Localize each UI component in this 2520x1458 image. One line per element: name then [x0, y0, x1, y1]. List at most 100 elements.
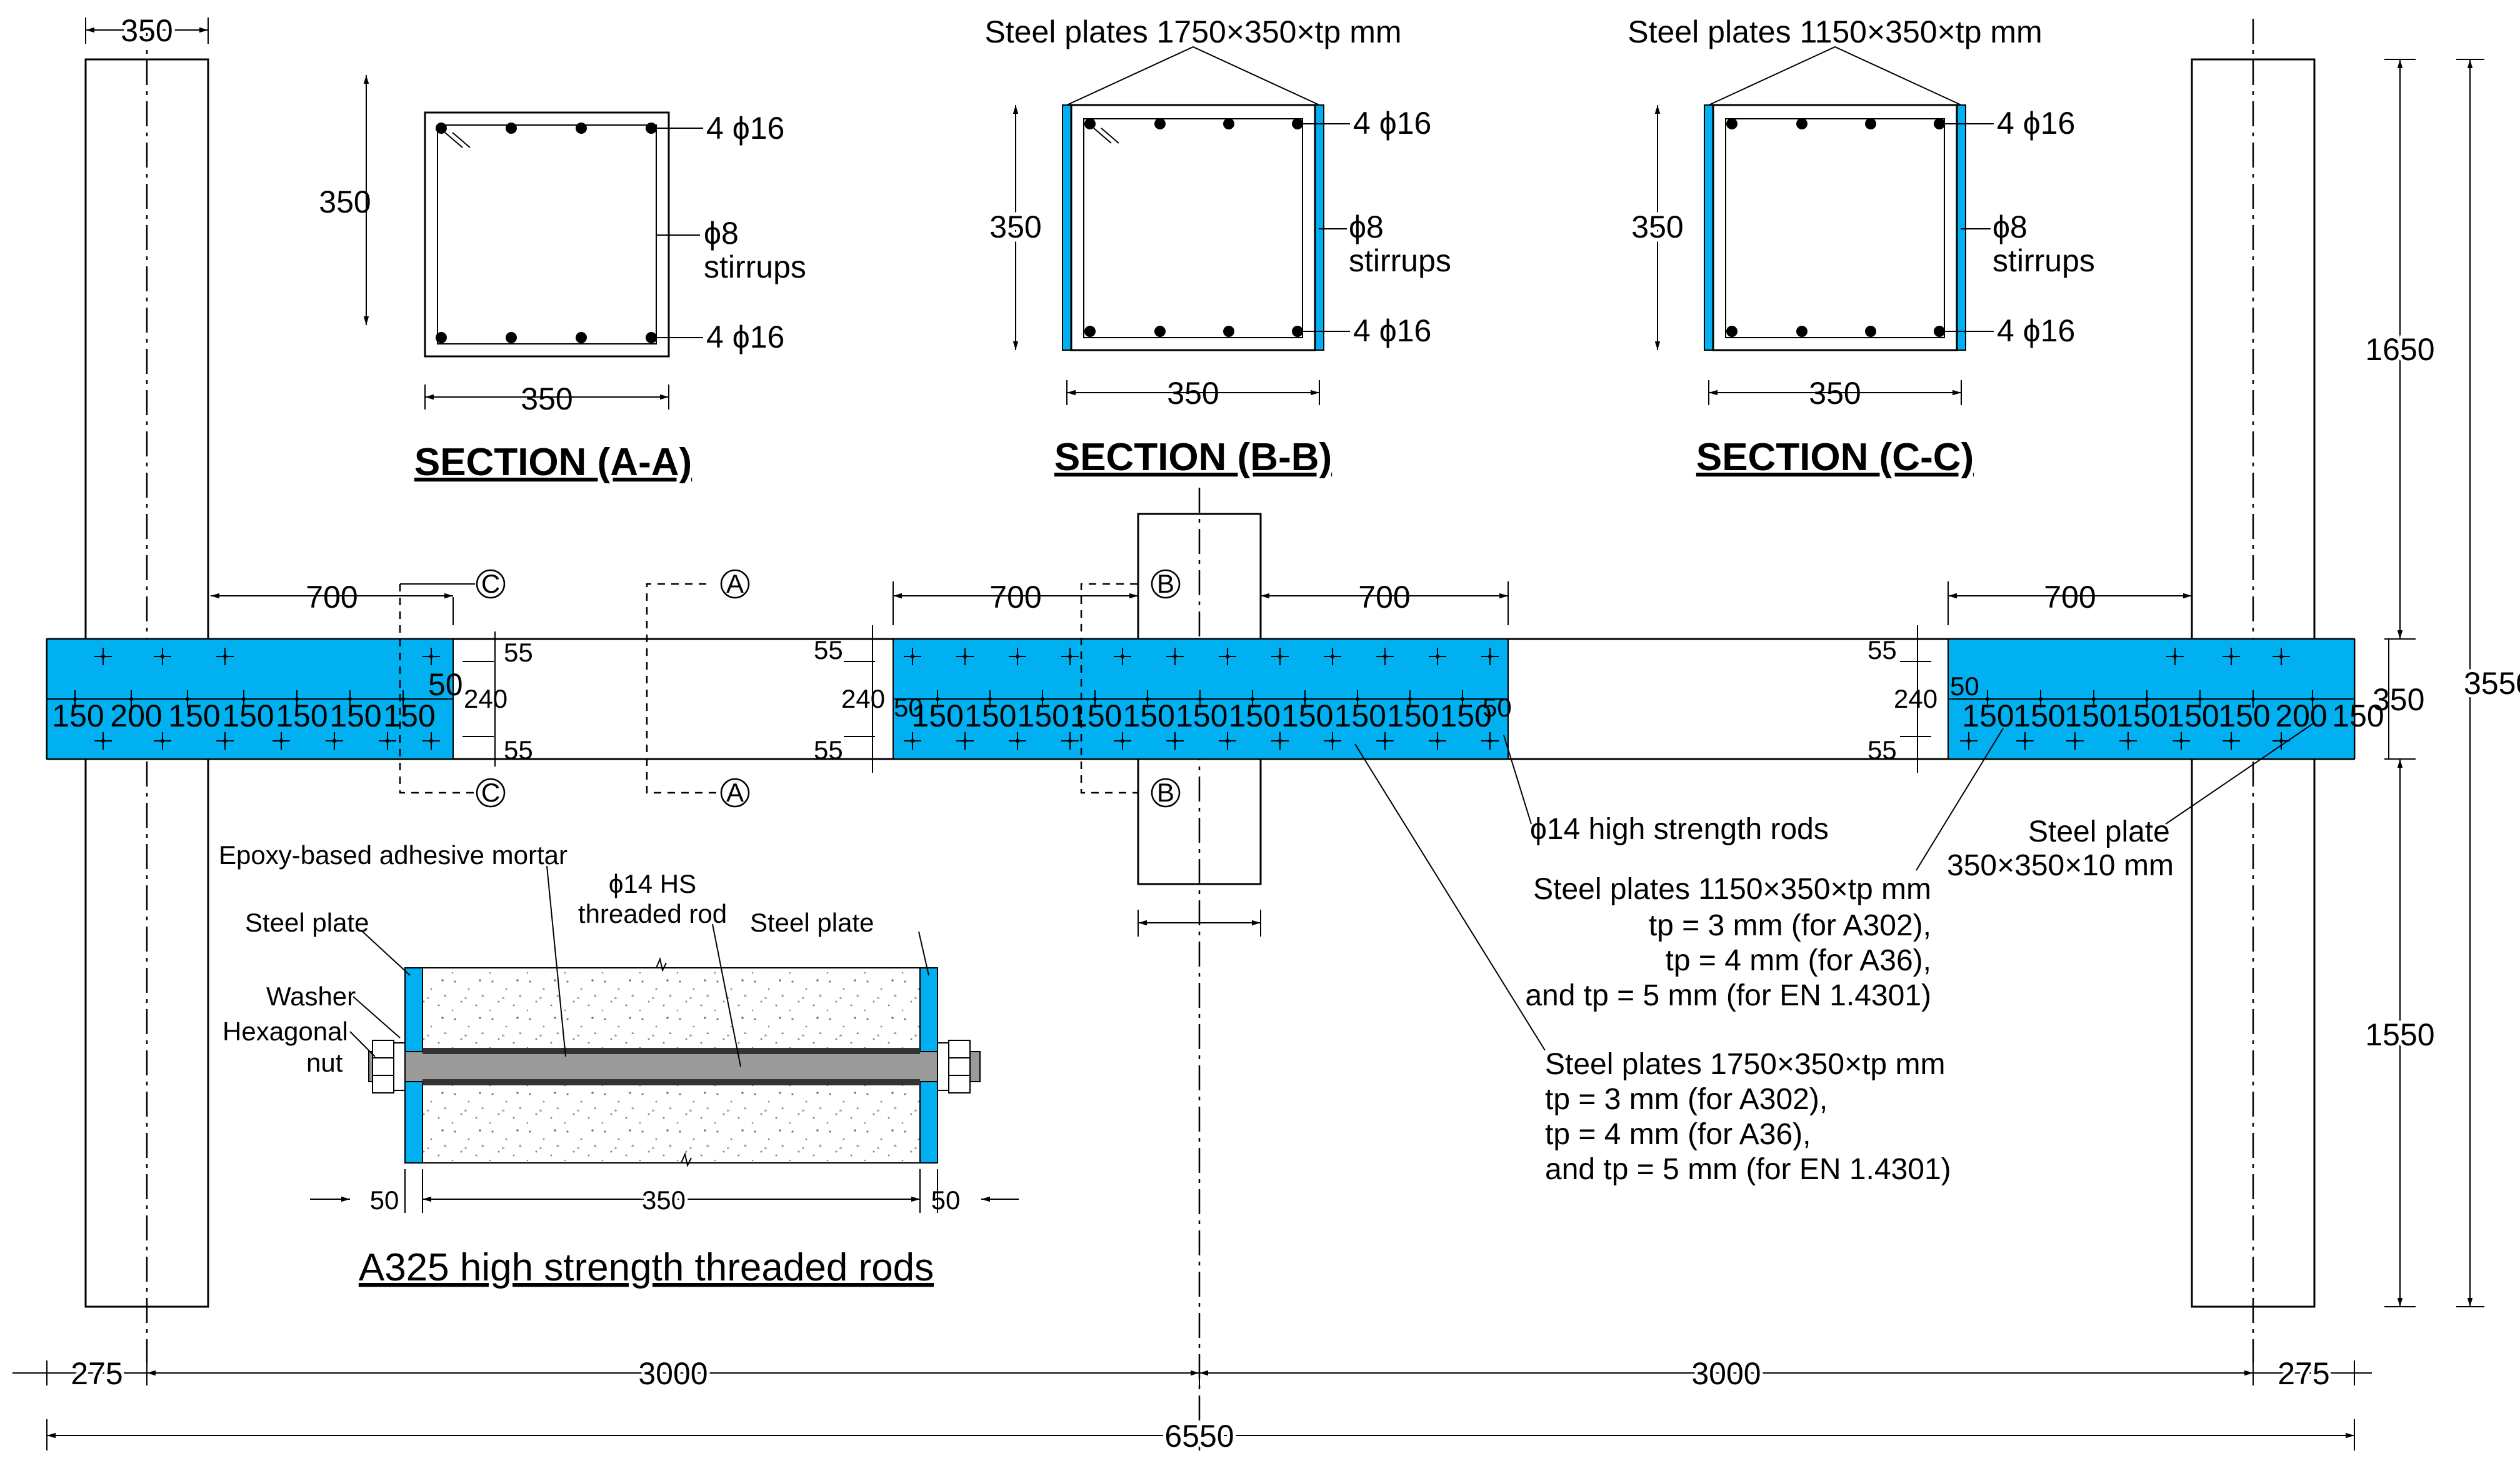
rod-hole [1244, 690, 1261, 708]
dim-span-left: 3000 [638, 1356, 708, 1391]
end-dist-mid-left: 50 [894, 693, 923, 722]
dim-total-width: 6550 [1164, 1419, 1234, 1454]
dim-span-right: 3000 [1691, 1356, 1761, 1391]
rod-hole [1376, 648, 1394, 665]
rod-spacing: 150 [1962, 698, 2014, 733]
rod-spacing: 150 [52, 698, 104, 733]
rod-spacing: 150 [276, 698, 328, 733]
rod-hole [288, 690, 306, 708]
rod-spacing: 200 [2275, 698, 2327, 733]
rod-hole [154, 732, 171, 750]
section-b-plates: Steel plates 1750×350×tp mm [984, 14, 1401, 49]
top-column-width-dim: 350 [85, 10, 209, 51]
plate-length-dims: 700 700 700 700 [211, 580, 2192, 625]
rod-spacing: 150 [1018, 698, 1069, 733]
rod-hole [1166, 732, 1184, 750]
edge-left-bottom: 55 [504, 735, 533, 765]
cut-line-c: C C [399, 569, 506, 808]
rod-hole [1349, 690, 1366, 708]
dim-upper-height: 1650 [2365, 332, 2434, 367]
dim-mid-left-plate: 700 [989, 580, 1041, 615]
rod-hole [216, 732, 234, 750]
callout-short-plates-2: tp = 4 mm (for A36), [1666, 944, 1931, 977]
callout-end-plate-2: 350×350×10 mm [1947, 849, 2174, 882]
callout-short-plates-1: tp = 3 mm (for A302), [1649, 909, 1931, 942]
rod-hole [2138, 690, 2156, 708]
rod-detail-title: A325 high strength threaded rods [359, 1246, 934, 1289]
rod-hole [1009, 648, 1026, 665]
rod-hole [122, 690, 140, 708]
section-b: Steel plates 1750×350×tp mm 4 ϕ16 4 ϕ16 … [984, 14, 1451, 479]
section-c: Steel plates 1150×350×tp mm 4 ϕ16 4 ϕ16 … [1628, 14, 2095, 479]
callout-rods: ϕ14 high strength rods [1530, 813, 1829, 846]
rod-detail-rod-2: threaded rod [578, 899, 727, 928]
rod-hole [2244, 690, 2262, 708]
rod-hole [1401, 690, 1419, 708]
rod-spacing: 150 [1334, 698, 1386, 733]
center-column [1137, 488, 1262, 1450]
rod-hole [1271, 648, 1289, 665]
rod-hole [154, 648, 171, 665]
rod-detail-plate-left: Steel plate [245, 908, 369, 937]
section-b-top-bars: 4 ϕ16 [1353, 106, 1431, 141]
section-c-stirrup-dia: ϕ8 [1992, 209, 2028, 244]
callout-long-plates-2: tp = 4 mm (for A36), [1545, 1118, 1811, 1151]
rod-spacing: 150 [1229, 698, 1281, 733]
section-a-width: 350 [521, 381, 572, 416]
section-c-depth: 350 [1631, 209, 1683, 244]
rod-hole [94, 732, 112, 750]
rod-hole [1166, 648, 1184, 665]
cut-line-a: A A [646, 569, 750, 808]
dim-beam-depth: 350 [2372, 682, 2424, 717]
section-a-stirrup-word: stirrups [704, 249, 806, 284]
cut-c-label-bottom: C [481, 778, 500, 807]
rod-spacing: 150 [168, 698, 220, 733]
rod-spacing: 150 [2218, 698, 2270, 733]
dim-col-width: 350 [121, 13, 172, 48]
rod-hole [2222, 648, 2240, 665]
callout-long-plates-0: Steel plates 1750×350×tp mm [1545, 1048, 1945, 1081]
rod-hole [1219, 732, 1236, 750]
rod-hole [1191, 690, 1209, 708]
rod-spacing: 150 [329, 698, 381, 733]
rod-spacing: 150 [1440, 698, 1492, 733]
edge-dims-left: 55 240 55 50 [428, 631, 533, 767]
rod-spacing: 150 [2064, 698, 2116, 733]
center-column-width-dim [1138, 910, 1261, 937]
rod-hole [216, 648, 234, 665]
section-c-title: SECTION (C-C) [1696, 436, 1974, 479]
rod-detail-left: 50 [370, 1185, 399, 1215]
rod-hole [929, 690, 946, 708]
callout-end-plate-1: Steel plate [2028, 815, 2170, 848]
rod-spacing: 150 [1123, 698, 1175, 733]
rod-hole [1429, 732, 1446, 750]
rod-hole [2066, 732, 2084, 750]
section-c-top-bars: 4 ϕ16 [1997, 106, 2075, 141]
cut-a-label-bottom: A [726, 778, 744, 807]
rod-hole [422, 648, 440, 665]
rod-spacing: 150 [2167, 698, 2219, 733]
section-a-bottom-bars: 4 ϕ16 [706, 319, 784, 354]
cut-line-b: B B [1080, 569, 1181, 808]
section-c-stirrup-word: stirrups [1992, 243, 2095, 278]
section-c-bottom-bars: 4 ϕ16 [1997, 313, 2075, 348]
rod-hole [956, 732, 974, 750]
section-a-top-bars: 4 ϕ16 [706, 111, 784, 146]
callout-long-plates-3: and tp = 5 mm (for EN 1.4301) [1545, 1153, 1951, 1186]
rod-hole [981, 690, 999, 708]
rod-spacing-mid: 240 [841, 684, 885, 713]
rod-hole [1481, 648, 1499, 665]
rod-spacing-right: 240 [1894, 684, 1938, 713]
section-b-stirrup-dia: ϕ8 [1349, 209, 1384, 244]
rod-spacing: 200 [110, 698, 162, 733]
rod-hole [1454, 690, 1471, 708]
edge-right-bottom: 55 [1868, 735, 1897, 765]
rod-hole [394, 690, 412, 708]
rod-hole [1296, 690, 1314, 708]
section-b-width: 350 [1167, 376, 1219, 411]
bottom-span-dims: 275 3000 3000 275 6550 [12, 1353, 2372, 1457]
cut-b-label-bottom: B [1157, 778, 1174, 807]
rod-hole [341, 690, 359, 708]
